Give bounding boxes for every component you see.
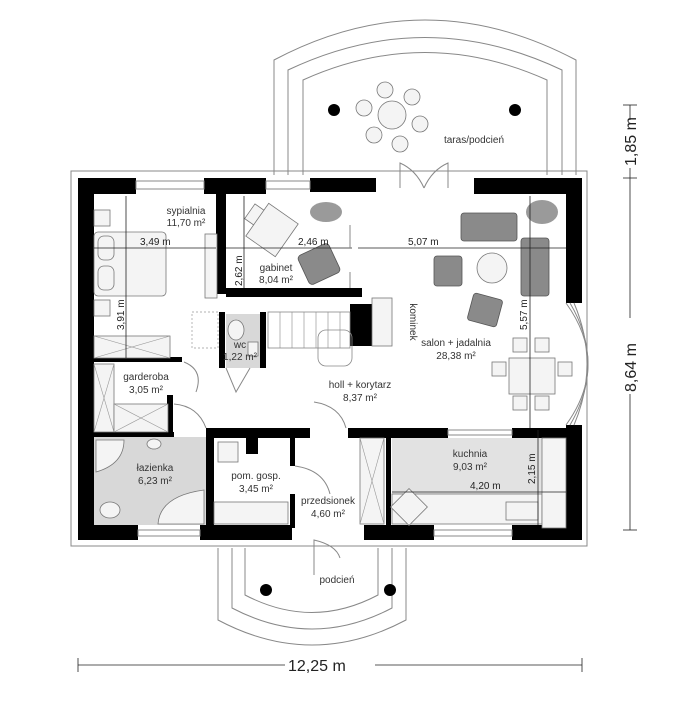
dim-kuchnia-width: 4,20 m [470, 481, 501, 492]
walls [78, 178, 582, 540]
bathroom-fixtures [95, 319, 259, 525]
dim-terrace-depth: 1,85 m [623, 117, 640, 166]
room-area-garderoba: 3,05 m² [129, 385, 164, 396]
terrace: taras/podcień [273, 19, 577, 189]
room-label-lazienka: łazienka [137, 463, 174, 474]
room-area-lazienka: 6,23 m² [138, 476, 173, 487]
doors [173, 225, 351, 495]
room-label-salon: salon + jadalnia [421, 338, 491, 349]
room-area-pom-gosp: 3,45 m² [239, 484, 274, 495]
room-label-kominek: kominek [407, 303, 418, 341]
room-area-przedsionek: 4,60 m² [311, 509, 346, 520]
dim-salon-depth: 5,57 m [519, 299, 530, 330]
dim-total-depth: 8,64 m [623, 343, 640, 392]
dim-gabinet-width: 2,46 m [298, 237, 329, 248]
wardrobes [93, 335, 385, 525]
porch: podcień [217, 539, 407, 646]
room-label-kuchnia: kuchnia [453, 449, 488, 460]
utility-counter [213, 501, 289, 525]
living-furniture [371, 200, 573, 411]
windows [135, 180, 589, 537]
dim-kuchnia-depth: 2,15 m [527, 453, 538, 484]
room-label-podcien: podcień [319, 575, 354, 586]
room-label-gabinet: gabinet [260, 263, 293, 274]
dim-sypialnia-depth: 3,91 m [116, 299, 127, 330]
room-label-holl: holl + korytarz [329, 380, 392, 391]
room-label-sypialnia: sypialnia [167, 206, 206, 217]
kuchnia-floor [392, 438, 542, 494]
room-area-gabinet: 8,04 m² [259, 275, 294, 286]
room-label-garderoba: garderoba [123, 372, 169, 383]
dim-total-width: 12,25 m [288, 658, 346, 675]
room-area-kuchnia: 9,03 m² [453, 462, 488, 473]
room-labels: sypialnia 11,70 m² gabinet 8,04 m² wc 1,… [123, 206, 491, 520]
room-area-holl: 8,37 m² [343, 393, 378, 404]
room-label-przedsionek: przedsionek [301, 496, 356, 507]
room-area-salon: 28,38 m² [436, 351, 476, 362]
room-area-sypialnia: 11,70 m² [167, 218, 206, 229]
office-furniture [244, 202, 342, 285]
kitchen-fixtures [390, 437, 567, 529]
dim-salon-width: 5,07 m [408, 237, 439, 248]
room-area-wc: 1,22 m² [223, 352, 258, 363]
dim-sypialnia-width: 3,49 m [140, 237, 171, 248]
stairs [191, 311, 353, 367]
dimension-lines [77, 104, 637, 672]
dim-gabinet-depth: 2,62 m [234, 255, 245, 286]
room-label-pom-gosp: pom. gosp. [231, 471, 280, 482]
room-label-taras: taras/podcień [444, 135, 504, 146]
room-label-wc: wc [233, 340, 246, 351]
utility-sink [217, 441, 239, 463]
